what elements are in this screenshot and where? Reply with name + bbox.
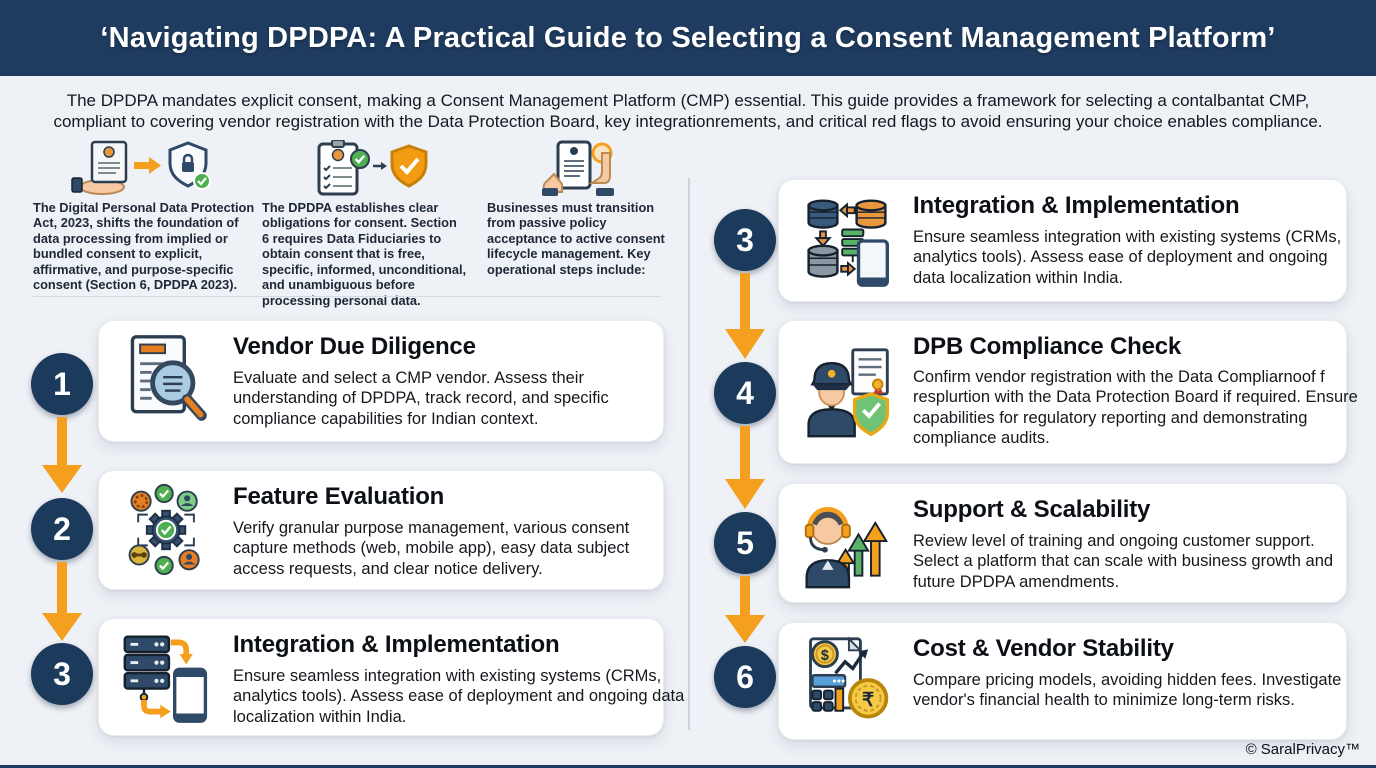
calculator-coins-chart-icon: $ ₹ (809, 636, 889, 719)
step-number: 1 (53, 365, 71, 402)
step-number: 3 (736, 221, 754, 258)
top-block-text: The Digital Personal Data Protection Act… (33, 200, 255, 293)
card-integration-implementation-left: Integration & Implementation Ensure seam… (98, 618, 684, 736)
card-description: Confirm vendor registration with the Dat… (913, 368, 1358, 447)
page-title: ‘Navigating DPDPA: A Practical Guide to … (100, 21, 1276, 54)
officer-shield-certificate-icon (807, 348, 889, 438)
flow-arrow-down (725, 576, 765, 643)
card-description: Review level of training and ongoing cus… (913, 532, 1334, 591)
card-integration-implementation-right: Integration & Implementation Ensure seam… (778, 179, 1347, 302)
database-sync-phone-icon (807, 198, 889, 287)
flow-arrow-down (42, 417, 82, 493)
card-vendor-due-diligence: Vendor Due Diligence Evaluate and select… (98, 320, 664, 442)
step-number: 2 (53, 510, 71, 547)
svg-text:$: $ (821, 648, 829, 664)
gear-network-icon (128, 483, 200, 576)
flow-arrow-down (725, 426, 765, 509)
support-agent-growth-arrows-icon (804, 507, 889, 589)
clipboard-check-to-shield-icon (317, 140, 427, 196)
phone-tap-hands-icon (542, 140, 614, 196)
step-circle-3-right: 3 (714, 209, 776, 271)
step-number: 3 (53, 655, 71, 692)
flow-arrow-down (725, 273, 765, 359)
card-description: Evaluate and select a CMP vendor. Assess… (233, 369, 609, 428)
card-description: Verify granular purpose management, vari… (233, 519, 630, 578)
column-divider (688, 178, 690, 730)
card-title: Cost & Vendor Stability (913, 635, 1174, 662)
card-title: Integration & Implementation (913, 192, 1240, 219)
top-block-text: The DPDPA establishes clear obligations … (262, 200, 467, 308)
intro-line-2: compliant to covering vendor registratio… (53, 112, 1323, 132)
step-circle-3: 3 (31, 643, 93, 705)
card-description: Ensure seamless integration with existin… (913, 228, 1342, 287)
step-circle-5: 5 (714, 512, 776, 574)
top-block-lifecycle-management: Businesses must transition from passive … (487, 140, 667, 277)
step-circle-4: 4 (714, 362, 776, 424)
header-bar: ‘Navigating DPDPA: A Practical Guide to … (0, 0, 1376, 76)
intro-line-1: The DPDPA mandates explicit consent, mak… (66, 91, 1310, 110)
step-circle-1: 1 (31, 353, 93, 415)
step-number: 6 (736, 658, 754, 695)
top-block-text: Businesses must transition from passive … (487, 200, 665, 277)
card-title: Vendor Due Diligence (233, 333, 476, 360)
copyright-notice: © SaralPrivacy™ (1245, 741, 1360, 758)
hand-document-to-shield-lock-icon (71, 140, 211, 195)
step-circle-6: 6 (714, 646, 776, 708)
card-support-scalability: Support & Scalability Review level of tr… (778, 483, 1347, 603)
card-description: Ensure seamless integration with existin… (233, 667, 685, 726)
intro-paragraph: The DPDPA mandates explicit consent, mak… (0, 90, 1376, 132)
step-circle-2: 2 (31, 498, 93, 560)
card-title: Feature Evaluation (233, 483, 445, 510)
card-title: Support & Scalability (913, 496, 1151, 523)
card-description: Compare pricing models, avoiding hidden … (913, 671, 1342, 710)
card-dpb-compliance-check: DPB Compliance Check Confirm vendor regi… (778, 320, 1358, 464)
top-block-consent-obligations: The DPDPA establishes clear obligations … (262, 140, 467, 308)
server-to-phone-icon (123, 635, 208, 723)
step-number: 4 (736, 374, 754, 411)
top-section-divider (33, 296, 661, 297)
flow-arrow-down (42, 562, 82, 641)
card-title: Integration & Implementation (233, 631, 560, 658)
card-title: DPB Compliance Check (913, 333, 1182, 360)
top-block-dpdpa-act: The Digital Personal Data Protection Act… (33, 140, 255, 293)
document-magnifier-icon (130, 335, 207, 421)
svg-text:₹: ₹ (862, 690, 874, 711)
card-feature-evaluation: Feature Evaluation Verify granular purpo… (98, 470, 664, 590)
card-cost-vendor-stability: $ ₹ Cost & Vendor Stability Compare pric… (778, 622, 1347, 740)
step-number: 5 (736, 524, 754, 561)
